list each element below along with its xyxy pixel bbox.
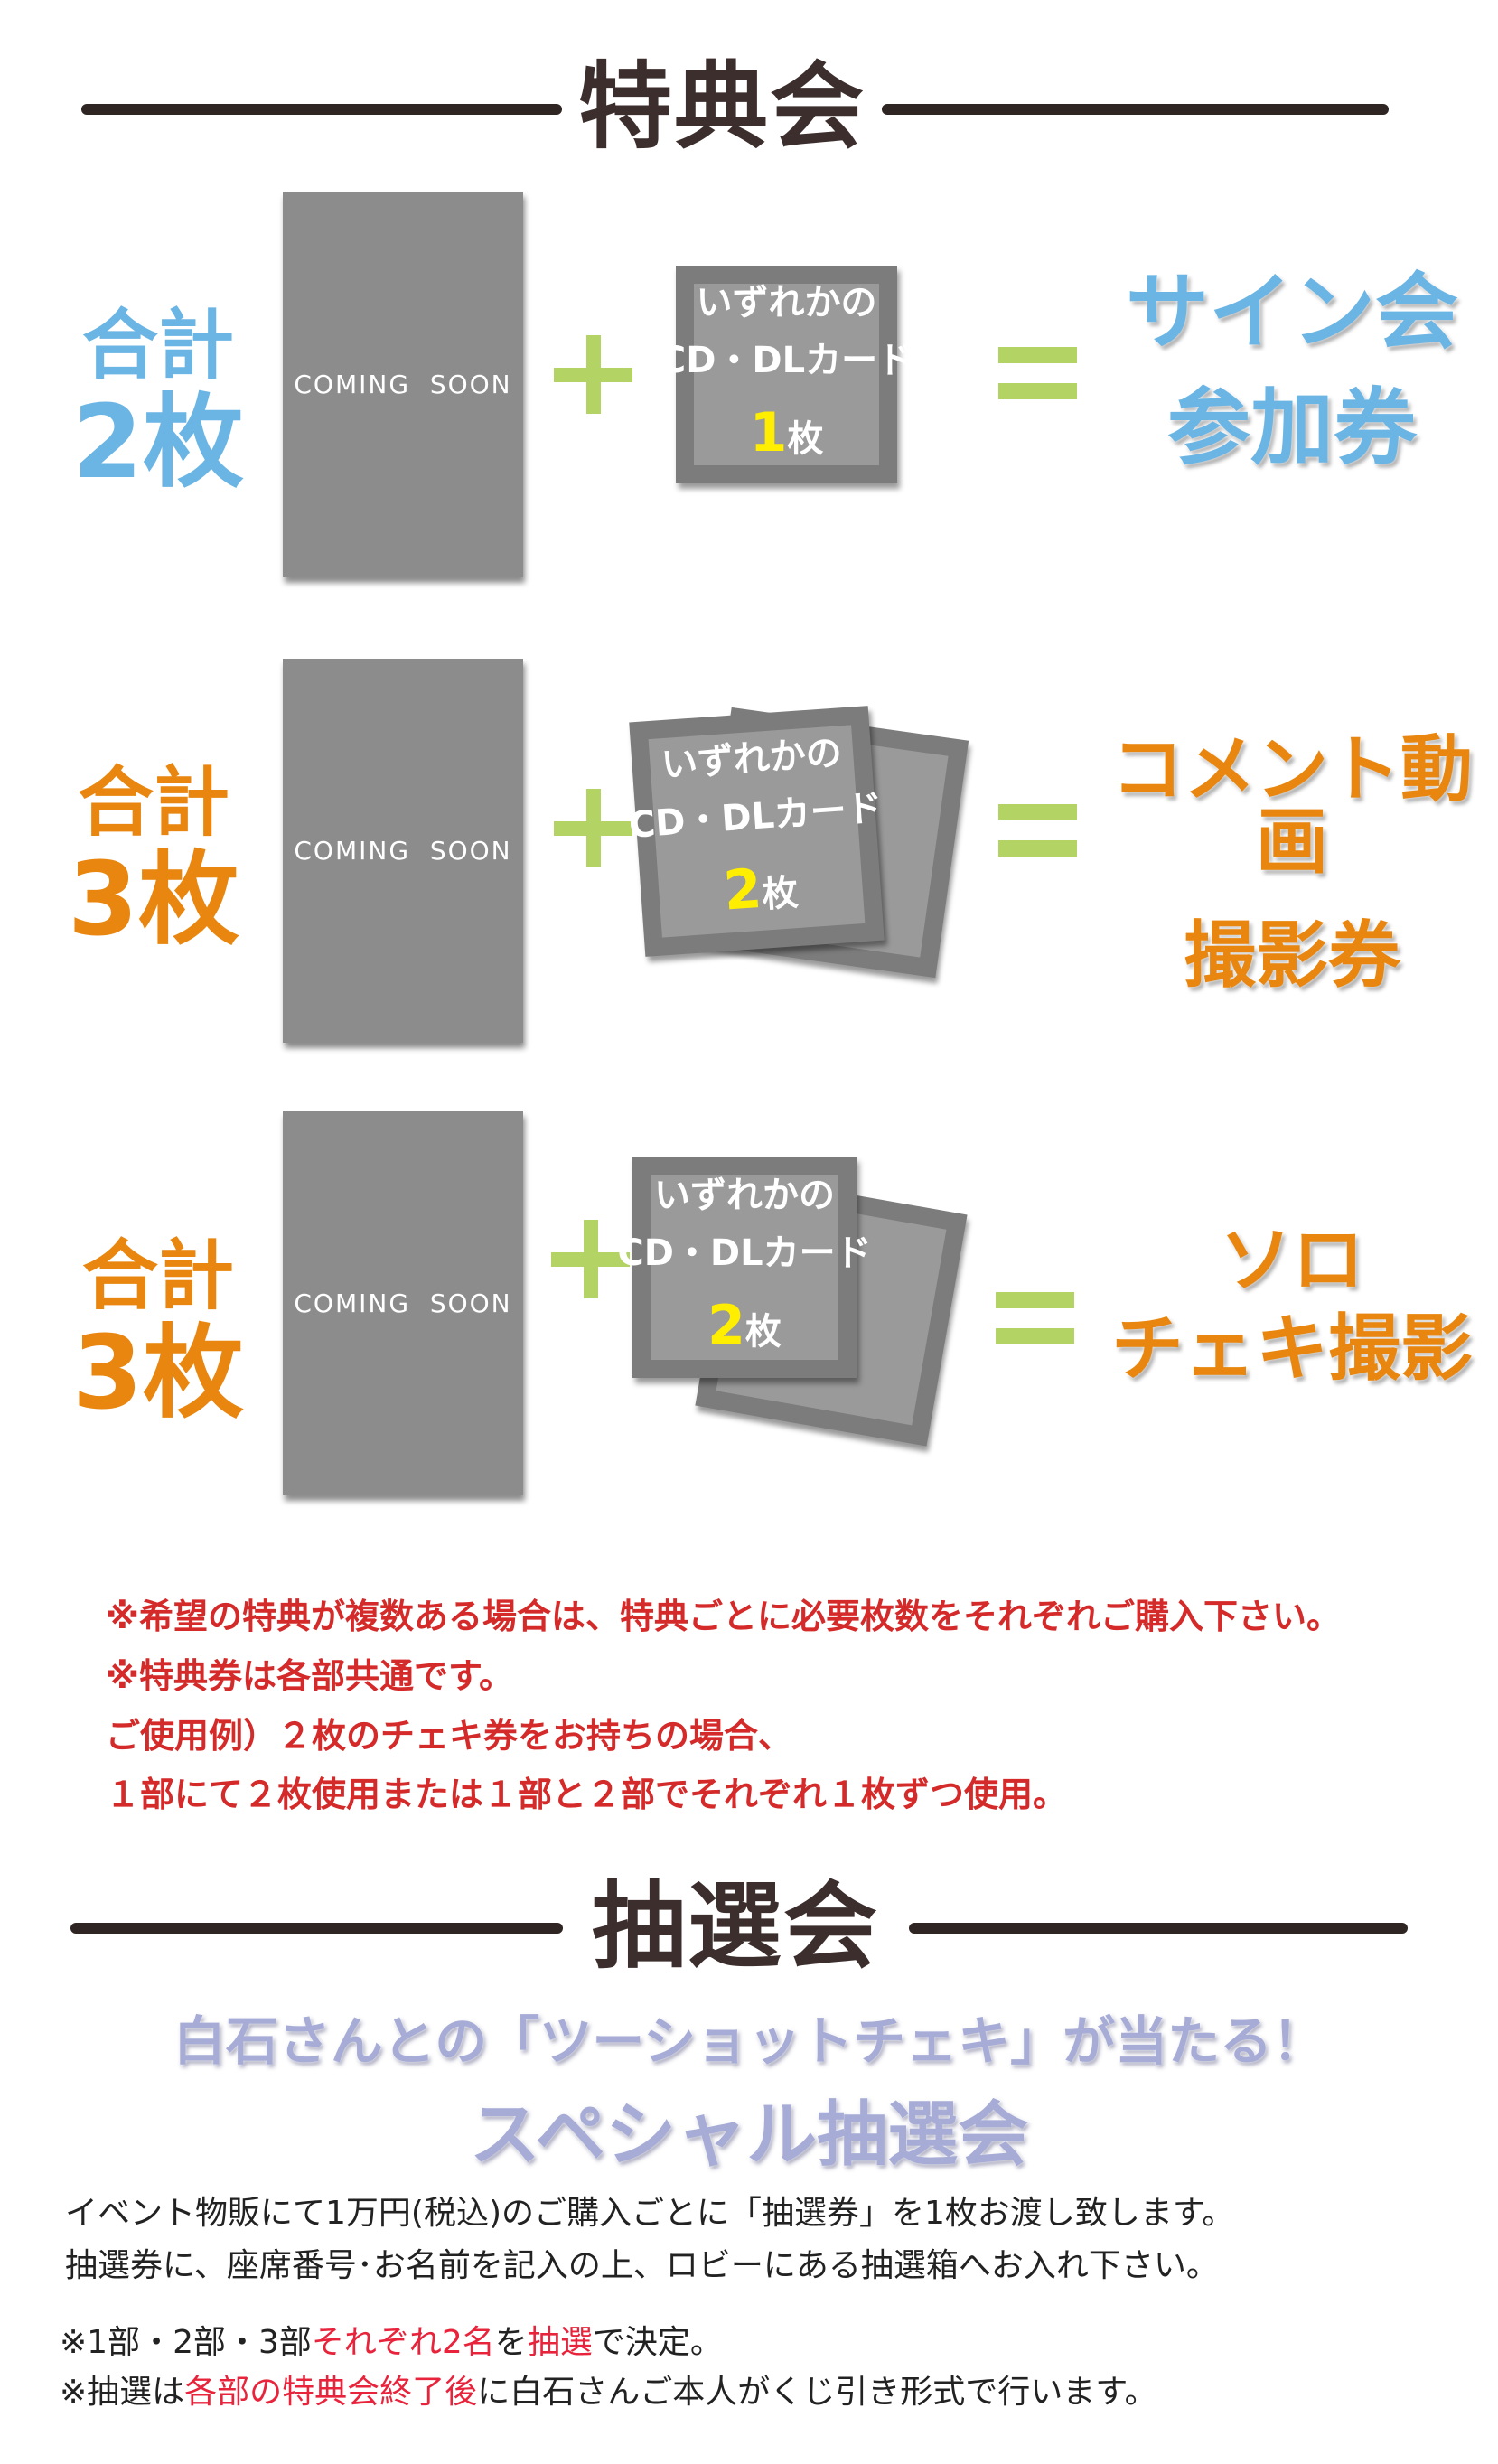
note-line: １部にて２枚使用または１部と２部でそれぞれ１枚ずつ使用。	[106, 1775, 1068, 1814]
divider	[81, 104, 562, 115]
note-line: ご使用例）２枚のチェキ券をお持ちの場合、	[106, 1716, 793, 1756]
lottery-subtitle: 白石さんとの「ツーショットチェキ」が当たる！	[173, 2010, 1325, 2072]
prize-label: コメント動画撮影券	[1111, 727, 1473, 998]
lottery-description: イベント物販にて1万円(税込)のご購入ごとに「抽選券」を1枚お渡し致します。	[65, 2195, 1235, 2232]
lottery-description: 抽選券に、座席番号･お名前を記入の上、ロビーにある抽選箱へお入れ下さい。	[65, 2247, 1219, 2284]
lottery-note: ※1部・2部・3部それぞれ2名を抽選で決定。	[60, 2324, 723, 2361]
plus-icon	[554, 789, 632, 867]
jacket-placeholder: COMING SOON	[283, 192, 523, 577]
divider	[882, 104, 1389, 115]
section-title: 特典会	[578, 52, 866, 162]
note-line: ※特典券は各部共通です。	[106, 1656, 514, 1696]
divider	[70, 1923, 563, 1934]
lottery-title: スペシャル抽選会	[469, 2094, 1029, 2176]
equals-icon	[998, 347, 1077, 399]
jacket-placeholder: COMING SOON	[283, 659, 523, 1043]
note-line: ※希望の特典が複数ある場合は、特典ごとに必要枚数をそれぞれご購入下さい。	[106, 1597, 1341, 1636]
plus-icon	[554, 335, 632, 414]
prize-label: サイン会参加券	[1125, 264, 1458, 476]
divider	[909, 1923, 1408, 1934]
lottery-note: ※抽選は各部の特典会終了後に白石さんご本人がくじ引き形式で行います。	[60, 2374, 1157, 2411]
plus-icon	[551, 1220, 630, 1298]
prize-label: ソロチェキ撮影	[1111, 1218, 1473, 1391]
equals-icon	[996, 1292, 1074, 1344]
jacket-placeholder: COMING SOON	[283, 1111, 523, 1495]
section-title: 抽選会	[592, 1871, 880, 1982]
equals-icon	[998, 804, 1077, 857]
